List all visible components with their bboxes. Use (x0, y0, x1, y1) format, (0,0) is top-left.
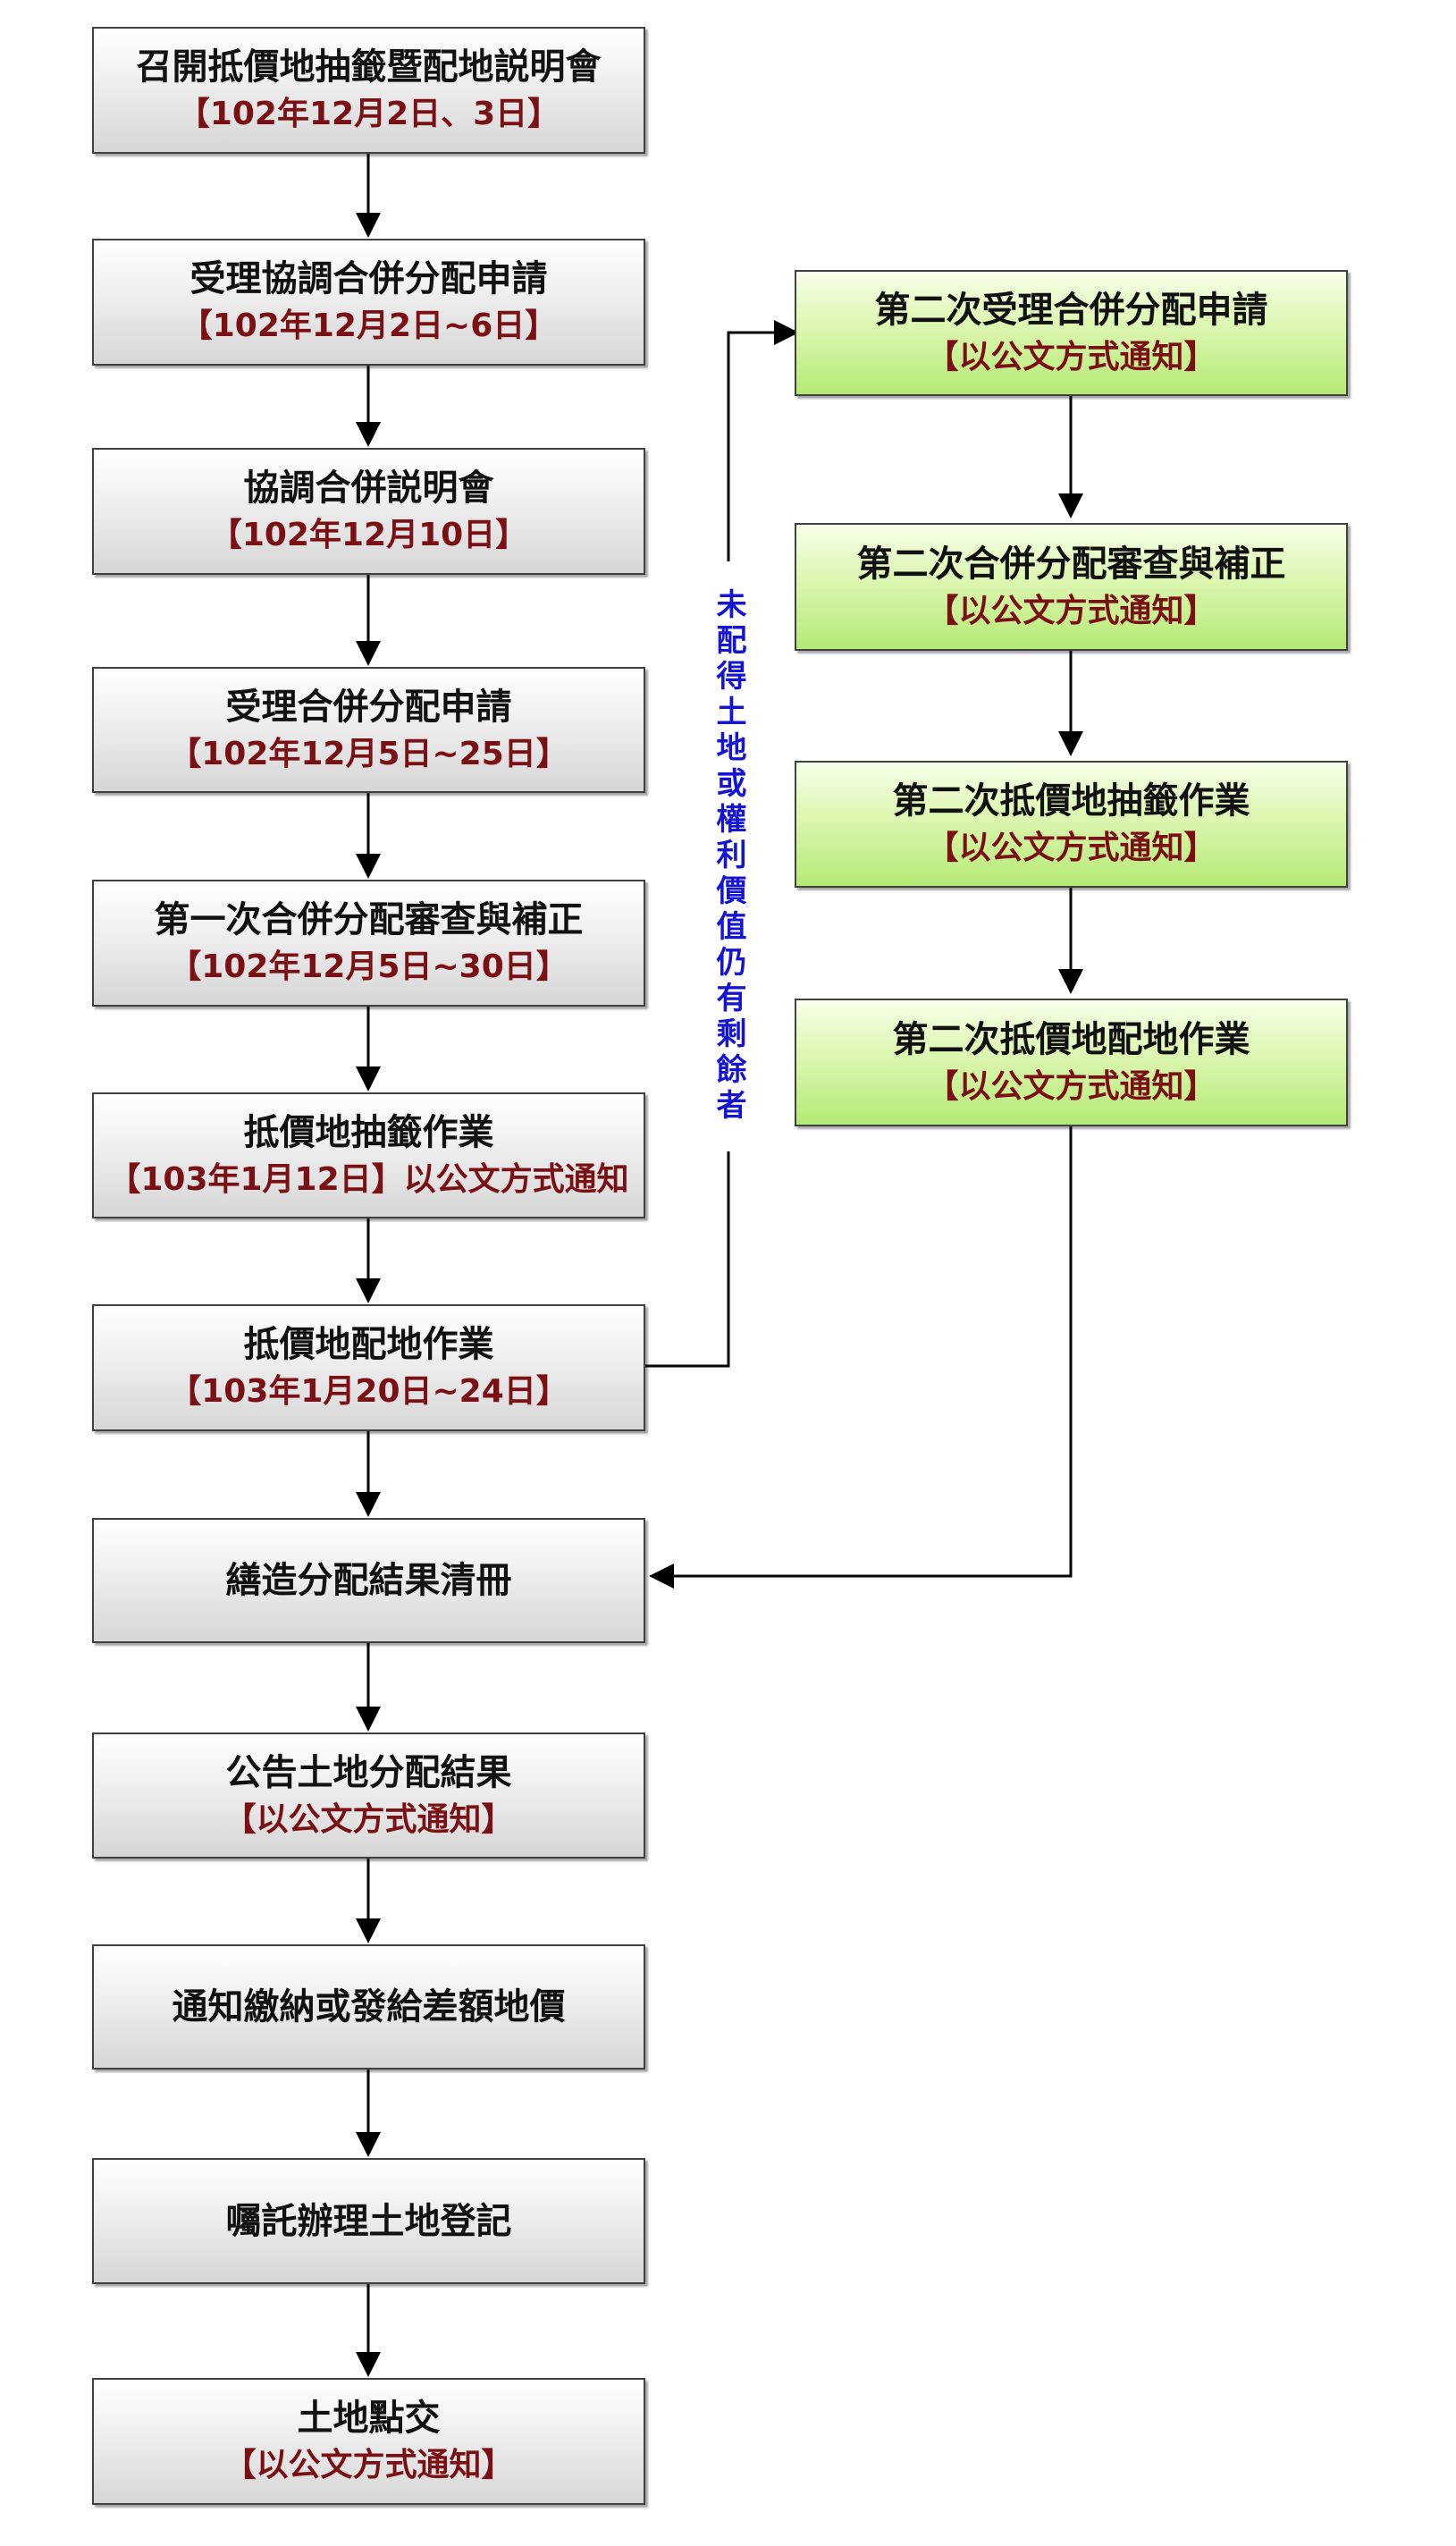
merge-connector (670, 1126, 1073, 1578)
step-date: 【以公文方式通知】 (926, 830, 1216, 866)
arrowhead-left-10 (356, 2132, 381, 2157)
arrowhead-right-3 (1058, 969, 1083, 994)
step-result-register: 繕造分配結果清冊 (92, 1518, 645, 1643)
step-title: 第二次抵價地抽籤作業 (892, 780, 1250, 822)
step-lottery: 抵價地抽籤作業 【103年1月12日】以公文方式通知 (92, 1092, 645, 1218)
step-second-allocation: 第二次抵價地配地作業 【以公文方式通知】 (795, 999, 1348, 1126)
arrowhead-left-3 (356, 641, 381, 666)
step-announce-result: 公告土地分配結果 【以公文方式通知】 (92, 1732, 645, 1859)
step-first-review: 第一次合併分配審查與補正 【102年12月5日~30日】 (92, 880, 645, 1007)
step-date: 【以公文方式通知】 (223, 2447, 514, 2483)
step-title: 土地點交 (297, 2398, 441, 2439)
step-date: 【以公文方式通知】 (926, 592, 1216, 629)
step-title: 受理合併分配申請 (225, 686, 512, 728)
step-accept-merge-application: 受理合併分配申請 【102年12月5日~25日】 (92, 667, 645, 793)
branch-label: 未配得土地或權利價值仍有剩餘者 (706, 561, 751, 1151)
step-accept-coordinated-merge: 受理協調合併分配申請 【102年12月2日~6日】 (92, 239, 645, 366)
step-second-accept-merge: 第二次受理合併分配申請 【以公文方式通知】 (795, 270, 1348, 396)
step-date: 【以公文方式通知】 (926, 1067, 1216, 1105)
step-date: 【102年12月2日、3日】 (177, 96, 560, 132)
step-briefing-meeting: 召開抵價地抽籤暨配地説明會 【102年12月2日、3日】 (92, 27, 645, 154)
step-title: 通知繳納或發給差額地價 (172, 1986, 566, 2028)
step-price-difference: 通知繳納或發給差額地價 (92, 1944, 645, 2070)
arrowhead-left-2 (356, 422, 381, 447)
step-title: 受理協調合併分配申請 (189, 258, 548, 299)
arrowhead-left-5 (356, 1066, 381, 1092)
step-date: 【103年1月20日~24日】 (169, 1373, 568, 1410)
arrowhead-left-1 (356, 213, 381, 238)
step-title: 繕造分配結果清冊 (225, 1560, 512, 1601)
step-date: 【以公文方式通知】 (223, 1800, 514, 1838)
step-second-lottery: 第二次抵價地抽籤作業 【以公文方式通知】 (795, 761, 1348, 888)
branch-label-text: 未配得土地或權利價值仍有剩餘者 (711, 588, 746, 1125)
step-land-registration: 囑託辦理土地登記 (92, 2158, 645, 2284)
step-title: 抵價地配地作業 (243, 1324, 494, 1365)
step-title: 第二次抵價地配地作業 (892, 1018, 1250, 1060)
step-land-handover: 土地點交 【以公文方式通知】 (92, 2378, 645, 2505)
step-title: 召開抵價地抽籤暨配地説明會 (136, 46, 602, 88)
step-date: 【102年12月10日】 (209, 517, 528, 553)
step-second-review: 第二次合併分配審查與補正 【以公文方式通知】 (795, 523, 1348, 651)
step-title: 第二次合併分配審查與補正 (856, 543, 1286, 585)
arrowhead-right-1 (1058, 493, 1083, 518)
arrowhead-left-7 (356, 1492, 381, 1517)
arrowhead-left-4 (356, 854, 381, 879)
step-title: 第一次合併分配審查與補正 (154, 899, 584, 940)
step-title: 囑託辦理土地登記 (225, 2200, 512, 2242)
step-date: 【102年12月2日~6日】 (180, 308, 558, 344)
arrowhead-right-2 (1058, 731, 1083, 756)
step-title: 抵價地抽籤作業 (243, 1111, 494, 1153)
step-title: 公告土地分配結果 (225, 1751, 512, 1793)
step-date: 【102年12月5日~30日】 (169, 948, 568, 985)
arrowhead-left-6 (356, 1278, 381, 1303)
step-merge-briefing: 協調合併説明會 【102年12月10日】 (92, 448, 645, 575)
arrowhead-left-8 (356, 1707, 381, 1732)
arrowhead-left-9 (356, 1918, 381, 1943)
merge-arrowhead (649, 1564, 674, 1589)
branch-arrowhead (774, 320, 799, 345)
step-land-allocation: 抵價地配地作業 【103年1月20日~24日】 (92, 1304, 645, 1431)
step-date: 【以公文方式通知】 (926, 338, 1216, 375)
step-date: 【102年12月5日~25日】 (169, 735, 568, 772)
step-title: 協調合併説明會 (243, 468, 494, 509)
arrowhead-left-11 (356, 2352, 381, 2377)
step-title: 第二次受理合併分配申請 (874, 289, 1268, 331)
step-date: 【103年1月12日】以公文方式通知 (108, 1160, 629, 1198)
